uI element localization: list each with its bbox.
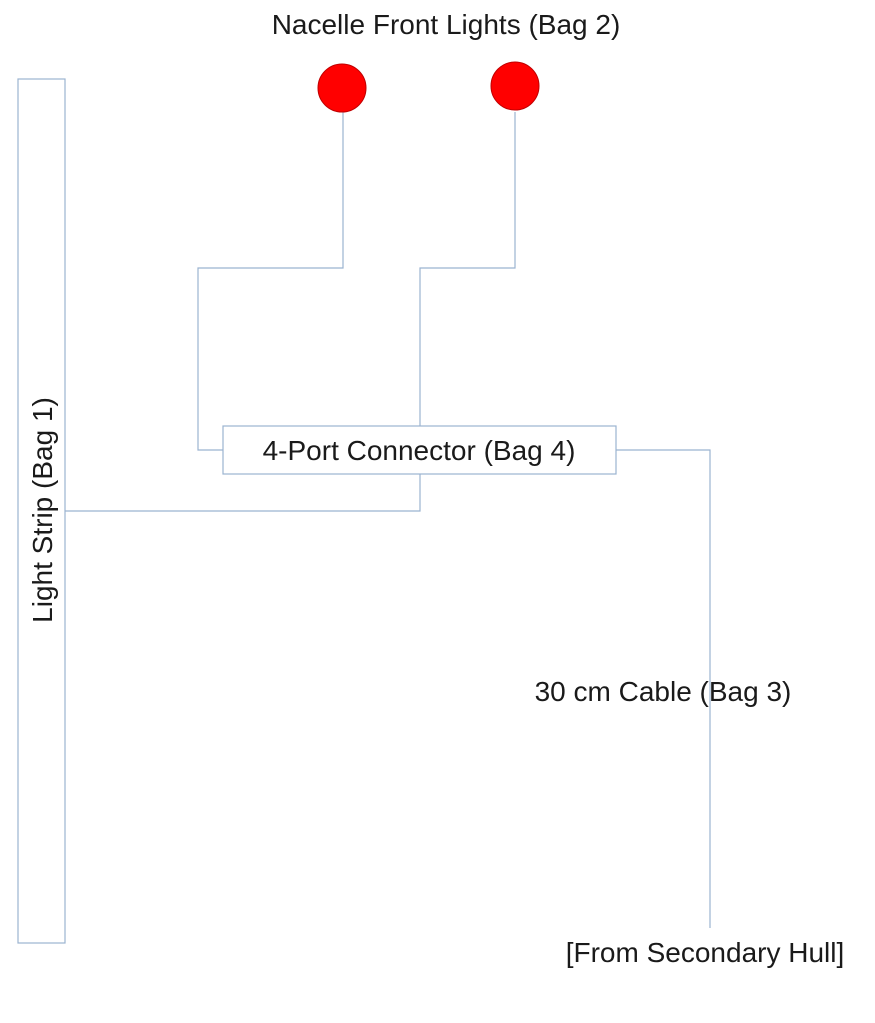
light-strip-label: Light Strip (Bag 1): [27, 397, 58, 623]
front-light-right: [490, 61, 540, 111]
wire-left-light-to-connector: [197, 112, 344, 451]
connector-box: [222, 425, 617, 475]
wire-right-light-to-connector: [419, 112, 516, 426]
diagram-title: Nacelle Front Lights (Bag 2): [272, 9, 621, 40]
source-label: [From Secondary Hull]: [566, 937, 845, 968]
cable-30cm: [616, 449, 711, 928]
cable-label: 30 cm Cable (Bag 3): [535, 676, 792, 707]
wire-connector-to-light-strip: [65, 474, 421, 512]
connector-label: 4-Port Connector (Bag 4): [263, 435, 576, 466]
light-strip: [17, 78, 66, 944]
front-light-left: [317, 63, 367, 113]
